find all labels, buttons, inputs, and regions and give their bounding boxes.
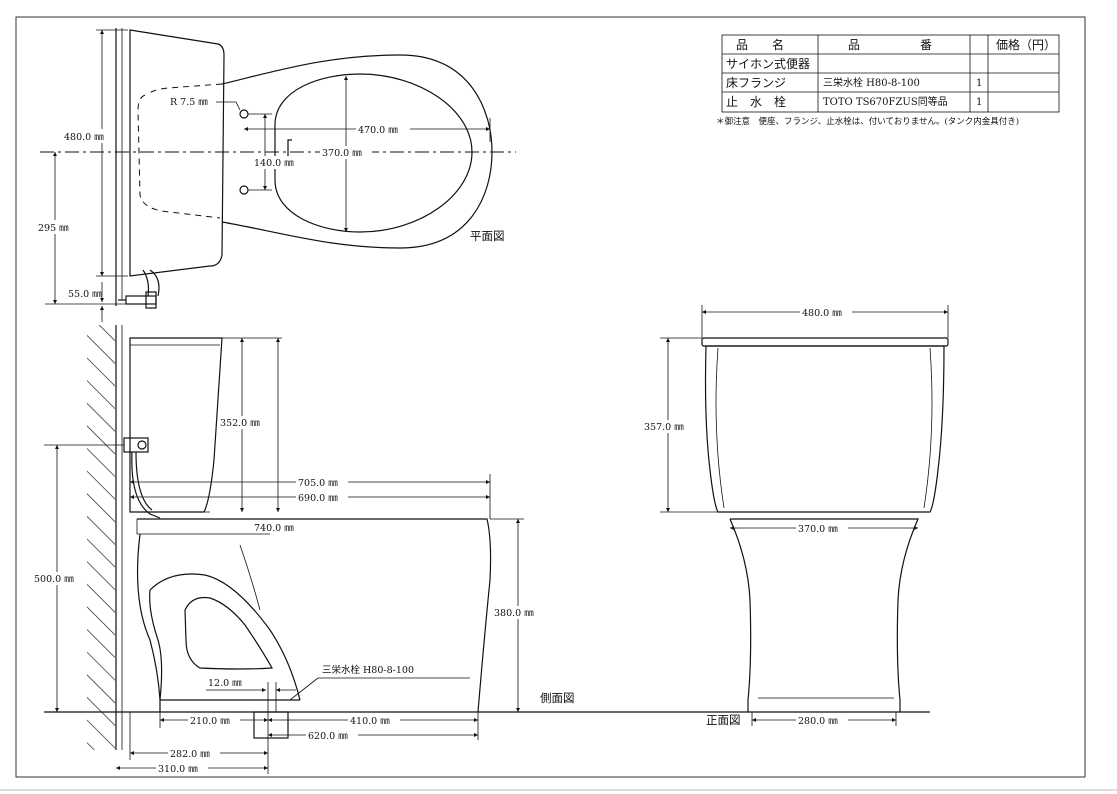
dim-plan-radius: R 7.5 ㎜ (170, 97, 208, 108)
dim-side-690: 690.0 ㎜ (298, 493, 338, 504)
plan-bowl-inner (274, 73, 473, 233)
bolt-hole-bottom (239, 185, 249, 195)
side-view-label: 側面図 (540, 691, 575, 705)
dim-side-500: 500.0 ㎜ (34, 574, 74, 585)
dim-side-310: 310.0 ㎜ (158, 764, 198, 775)
table-row-3-number: TOTO TS670FZUS同等品 (823, 95, 948, 108)
dim-plan-55: 55.0 ㎜ (68, 289, 102, 300)
dim-plan-140: 140.0 ㎜ (254, 158, 294, 169)
dim-side-12: 12.0 ㎜ (208, 678, 242, 689)
side-view: 三栄水栓 H80-8-100 12.0 ㎜ 352.0 ㎜ 705.0 ㎜ 69… (32, 325, 930, 775)
front-bowl-outline (730, 518, 919, 712)
table-row-2-qty: 1 (976, 78, 982, 89)
front-tank-body (704, 345, 945, 513)
dim-side-410: 410.0 ㎜ (350, 716, 390, 727)
front-tank-lid (701, 337, 949, 347)
dim-side-740: 740.0 ㎜ (254, 523, 294, 534)
table-row-3-name: 止 水 栓 (726, 94, 786, 109)
side-tank-outline (129, 337, 223, 513)
table-row-1-name: サイホン式便器 (726, 57, 810, 71)
dim-plan-295: 295 ㎜ (38, 223, 69, 234)
table-header-number: 品 番 (848, 38, 932, 52)
dim-plan-480: 480.0 ㎜ (64, 132, 104, 143)
dim-front-280: 280.0 ㎜ (798, 716, 838, 727)
side-pedestal (136, 533, 161, 712)
parts-table: 品 名 品 番 価格（円） サイホン式便器 床フランジ 三栄水栓 H80-8-1… (716, 34, 1060, 127)
dim-front-357: 357.0 ㎜ (644, 422, 684, 433)
plan-view-label: 平面図 (470, 229, 505, 243)
dim-side-210: 210.0 ㎜ (190, 716, 230, 727)
table-row-2-name: 床フランジ (726, 76, 786, 90)
front-view: 480.0 ㎜ 357.0 ㎜ 370.0 ㎜ 280.0 ㎜ 正面図 (642, 305, 949, 727)
wall-hatch (87, 325, 115, 750)
dim-side-352: 352.0 ㎜ (220, 418, 260, 429)
dim-plan-370: 370.0 ㎜ (322, 148, 362, 159)
dim-side-282: 282.0 ㎜ (170, 749, 210, 760)
sheet-border (15, 16, 1086, 778)
side-valve (123, 437, 149, 453)
plan-view: 480.0 ㎜ 295 ㎜ 55.0 ㎜ R 7.5 ㎜ 140.0 ㎜ 470… (36, 28, 516, 322)
table-header-name: 品 名 (736, 37, 784, 52)
dim-side-380: 380.0 ㎜ (494, 608, 534, 619)
dim-front-480: 480.0 ㎜ (802, 308, 842, 319)
side-flange-label: 三栄水栓 H80-8-100 (322, 664, 414, 676)
plan-tank-outline (129, 29, 225, 277)
table-header-price: 価格（円） (996, 37, 1056, 52)
dim-side-705: 705.0 ㎜ (298, 478, 338, 489)
front-view-label: 正面図 (706, 713, 741, 727)
dim-front-370: 370.0 ㎜ (798, 524, 838, 535)
dim-plan-470: 470.0 ㎜ (358, 125, 398, 136)
dim-side-620: 620.0 ㎜ (308, 731, 348, 742)
supply-pipe (149, 269, 160, 297)
bolt-hole-top (239, 109, 249, 119)
table-row-3-qty: 1 (976, 97, 982, 108)
table-row-2-number: 三栄水栓 H80-8-100 (823, 76, 920, 89)
table-note: ＊御注意 便座、フランジ、止水栓は、付いておりません。(タンク内金具付き) (716, 116, 1019, 127)
